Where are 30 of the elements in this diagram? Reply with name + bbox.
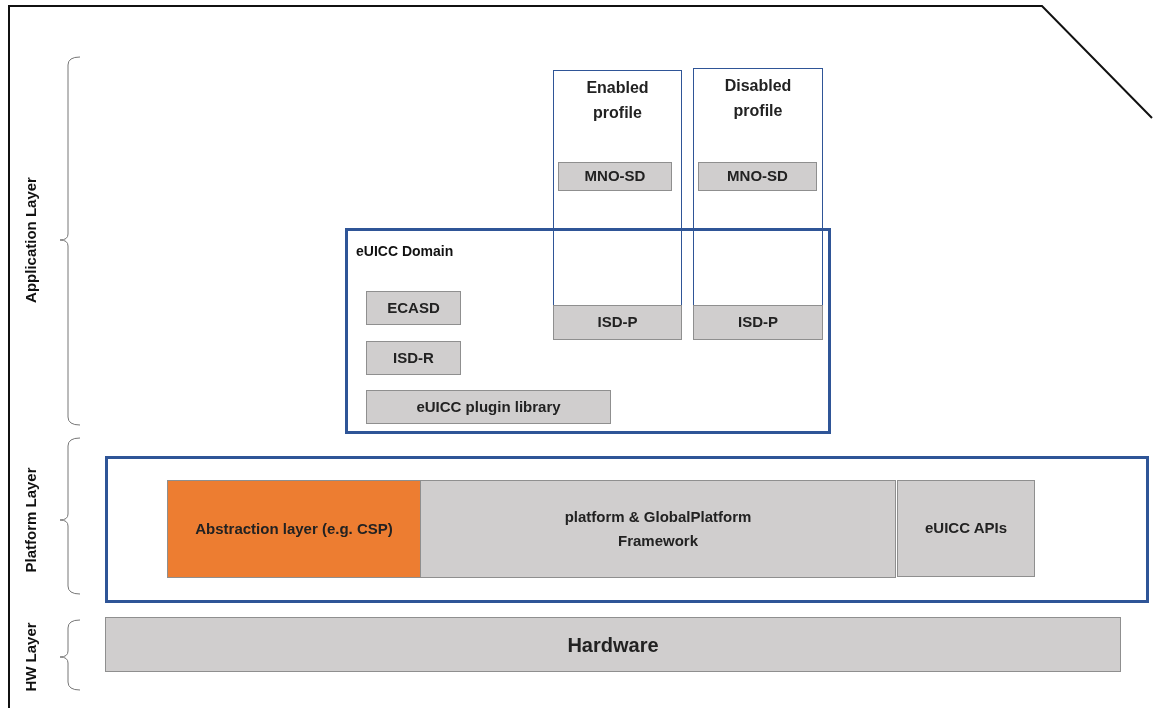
platform-box: [105, 456, 1149, 603]
domain-box: [345, 228, 831, 434]
component-box: [366, 390, 611, 424]
component-box: [420, 480, 896, 578]
domain-title: eUICC Domain: [356, 242, 454, 261]
hardware-bar: [105, 617, 1121, 672]
component-box: [167, 480, 421, 578]
box-label: ISD-P: [597, 312, 638, 333]
component-box: [698, 162, 817, 191]
box-label: Abstraction layer (e.g. CSP): [195, 518, 393, 539]
box-label: ISD-R: [393, 347, 434, 368]
component-box: [558, 162, 672, 191]
component-box: [366, 291, 461, 325]
box-label: eUICC plugin library: [416, 396, 561, 417]
component-box: [366, 341, 461, 375]
box-label: eUICC APIs: [925, 518, 1007, 539]
box-label: ECASD: [387, 297, 440, 318]
layer-label: HW Layer: [20, 622, 40, 692]
box-label: MNO-SD: [584, 166, 646, 187]
profile-title: Disabled profile: [723, 76, 793, 121]
layer-label: Platform Layer: [20, 467, 40, 573]
component-box: [897, 480, 1035, 577]
profile-title: Enabled profile: [585, 78, 650, 123]
profile-box: [553, 70, 682, 306]
box-label: ISD-P: [738, 312, 778, 333]
box-label: Hardware: [567, 632, 659, 658]
layer-label: Application Layer: [20, 177, 40, 303]
profile-box: [693, 68, 823, 306]
box-label: MNO-SD: [727, 166, 788, 187]
box-label: platform & GlobalPlatform Framework: [563, 507, 753, 551]
